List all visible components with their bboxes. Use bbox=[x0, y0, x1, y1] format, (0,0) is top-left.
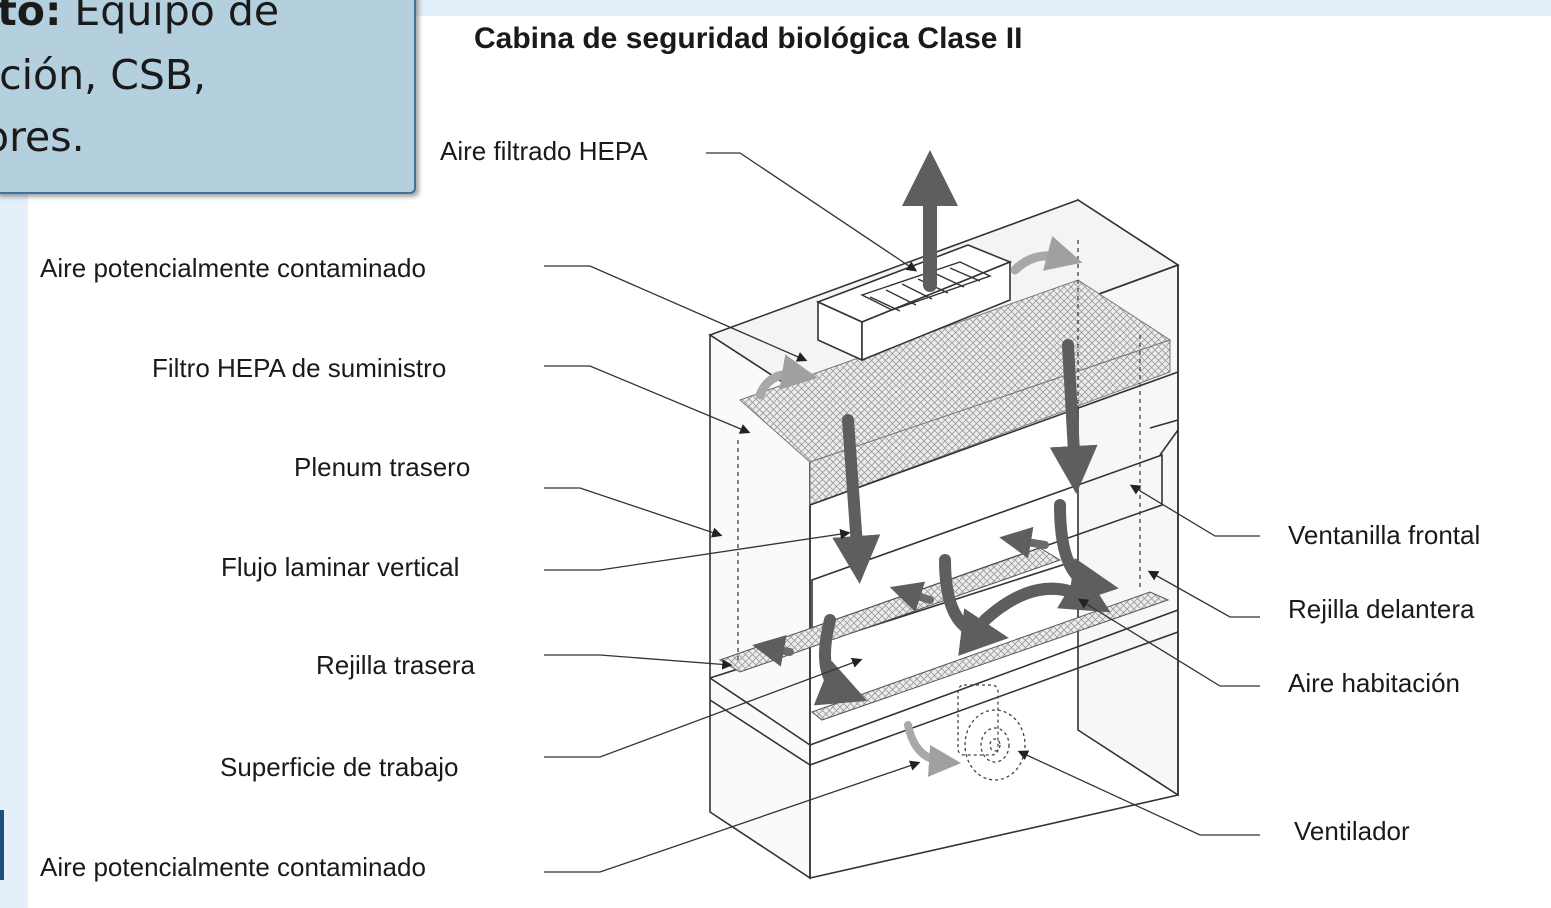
label-supply-hepa-filter: Filtro HEPA de suministro bbox=[152, 353, 447, 383]
label-rear-plenum: Plenum trasero bbox=[294, 452, 471, 482]
callout-line-2: ación, CSB, bbox=[0, 51, 207, 99]
slide-left-band bbox=[0, 190, 30, 908]
slide-callout-box: nto: Equipo de ación, CSB, ores. bbox=[0, 0, 416, 194]
label-contaminated-air-bottom: Aire potencialmente contaminado bbox=[40, 852, 426, 882]
label-work-surface: Superficie de trabajo bbox=[220, 752, 459, 782]
label-contaminated-air-top: Aire potencialmente contaminado bbox=[40, 253, 426, 283]
label-hepa-filtered-air: Aire filtrado HEPA bbox=[440, 136, 648, 166]
label-fan: Ventilador bbox=[1294, 816, 1410, 846]
slide-accent-edge bbox=[0, 810, 4, 880]
label-vertical-laminar-flow: Flujo laminar vertical bbox=[221, 552, 460, 582]
callout-line-1: nto: Equipo de bbox=[0, 0, 279, 39]
label-front-window: Ventanilla frontal bbox=[1288, 520, 1481, 550]
fan bbox=[957, 684, 1026, 781]
callout-line-1-bold: nto: bbox=[0, 0, 62, 35]
label-rear-grille: Rejilla trasera bbox=[316, 650, 475, 680]
label-front-grille: Rejilla delantera bbox=[1288, 594, 1475, 624]
callout-line-1-rest: Equipo de bbox=[61, 0, 280, 35]
rear-plenum bbox=[737, 240, 1141, 660]
label-room-air: Aire habitación bbox=[1288, 668, 1460, 698]
callout-line-3: ores. bbox=[0, 113, 85, 161]
front-window bbox=[811, 419, 1179, 630]
airflow-arrows bbox=[752, 150, 1119, 777]
exhaust-hepa-filter bbox=[815, 244, 1013, 362]
slide-top-band bbox=[420, 0, 1551, 16]
leader-lines bbox=[544, 152, 1260, 873]
diagram-title: Cabina de seguridad biológica Clase II bbox=[474, 22, 1023, 55]
